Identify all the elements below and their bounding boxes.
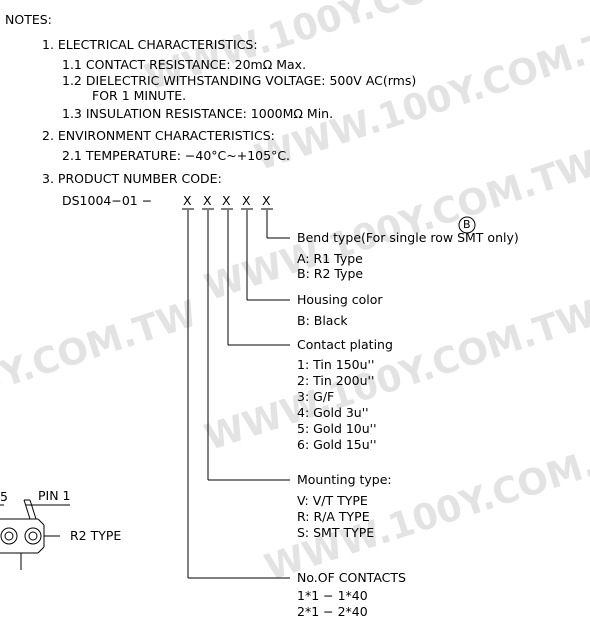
pin-1-label: PIN 1 <box>38 488 71 503</box>
code-placeholder-bend: X <box>262 193 271 208</box>
contact-plating-option: 6: Gold 15u'' <box>297 437 377 452</box>
mounting-type-option: S: SMT TYPE <box>297 525 375 540</box>
insulation-resistance: 1.3 INSULATION RESISTANCE: 1000MΩ Min. <box>62 106 334 121</box>
temperature: 2.1 TEMPERATURE: −40°C~+105°C. <box>62 148 291 163</box>
cut-label: 5 <box>0 489 8 504</box>
contact-plating-option: 1: Tin 150u'' <box>297 357 375 372</box>
code-placeholder-housing: X <box>242 193 251 208</box>
contact-plating-option: 3: G/F <box>297 389 335 404</box>
section-environment: 2. ENVIRONMENT CHARACTERISTICS: <box>42 128 275 143</box>
dielectric-voltage: 1.2 DIELECTRIC WITHSTANDING VOLTAGE: 500… <box>62 73 417 88</box>
section-product-code: 3. PRODUCT NUMBER CODE: <box>42 171 222 186</box>
mounting-type-title: Mounting type: <box>297 472 392 487</box>
r2-type-label: R2 TYPE <box>70 528 122 543</box>
housing-color-option: B: Black <box>297 313 348 328</box>
contact-resistance: 1.1 CONTACT RESISTANCE: 20mΩ Max. <box>62 57 307 72</box>
bend-type-option: A: R1 Type <box>297 251 363 266</box>
mounting-type-option: V: V/T TYPE <box>297 493 368 508</box>
contact-plating-option: 2: Tin 200u'' <box>297 373 375 388</box>
contact-plating-option: 4: Gold 3u'' <box>297 405 369 420</box>
code-placeholder-mounting: X <box>203 193 212 208</box>
revision-mark: B <box>463 218 471 231</box>
contact-plating-title: Contact plating <box>297 337 393 352</box>
contacts-option: 2*1 − 2*40 <box>297 604 368 619</box>
bend-type-option: B: R2 Type <box>297 266 364 281</box>
notes-heading: NOTES: <box>5 12 52 27</box>
contact-plating-option: 5: Gold 10u'' <box>297 421 377 436</box>
code-placeholder-contacts: X <box>183 193 192 208</box>
contacts-title: No.OF CONTACTS <box>297 570 406 585</box>
housing-color-title: Housing color <box>297 292 383 307</box>
dielectric-duration: FOR 1 MINUTE. <box>92 88 187 103</box>
section-electrical: 1. ELECTRICAL CHARACTERISTICS: <box>42 37 258 52</box>
mounting-type-option: R: R/A TYPE <box>297 509 370 524</box>
code-placeholder-plating: X <box>222 193 231 208</box>
code-prefix: DS1004−01 − <box>62 193 153 208</box>
contacts-option: 1*1 − 1*40 <box>297 588 368 603</box>
bend-type-title: Bend type(For single row SMT only) <box>297 230 519 245</box>
